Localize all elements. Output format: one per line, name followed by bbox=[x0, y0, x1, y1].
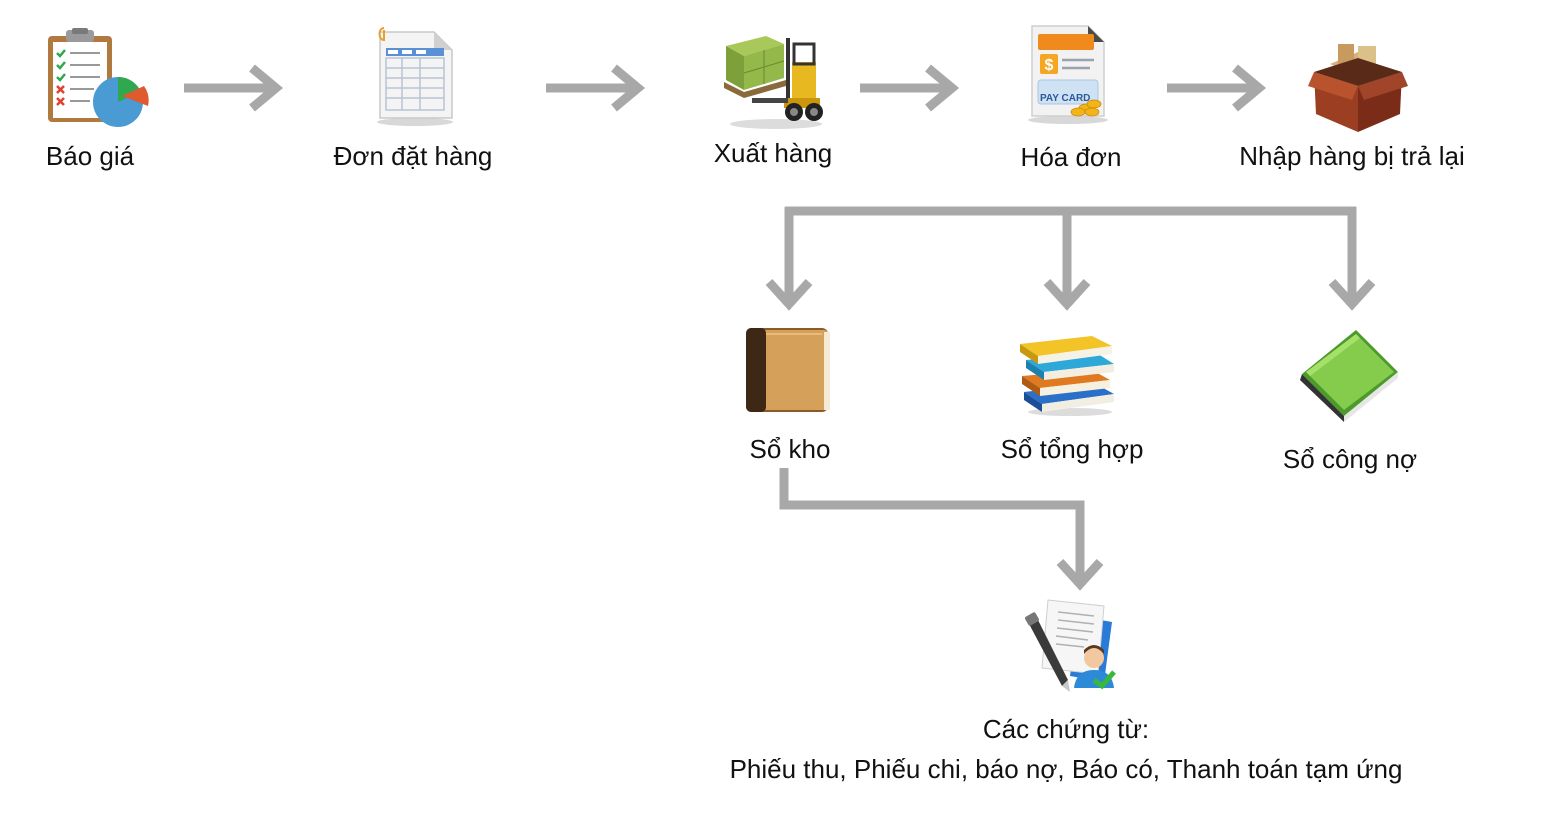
arrow-to-so-kho bbox=[765, 207, 813, 311]
book-stack-icon bbox=[1020, 336, 1114, 416]
brown-book-icon bbox=[746, 328, 830, 412]
label-don-dat-hang: Đơn đặt hàng bbox=[333, 141, 493, 171]
arrow-don-dat-hang-to-xuat-hang bbox=[546, 64, 646, 112]
label-nhap-hang: Nhập hàng bị trả lại bbox=[1239, 141, 1465, 171]
label-bao-gia: Báo giá bbox=[45, 141, 135, 171]
clipboard-chart-icon bbox=[48, 28, 149, 127]
label-xuat-hang: Xuất hàng bbox=[713, 138, 833, 168]
arrow-bao-gia-to-don-dat-hang bbox=[184, 64, 284, 112]
forklift-icon bbox=[724, 36, 823, 129]
label-so-cong-no: Sổ công nợ bbox=[1282, 444, 1418, 474]
svg-text:$: $ bbox=[1045, 57, 1054, 74]
arrow-so-kho-to-chung-tu bbox=[779, 468, 1104, 591]
pay-card-invoice-icon: $ PAY CARD bbox=[1028, 25, 1108, 124]
arrow-xuat-hang-to-hoa-don bbox=[860, 64, 960, 112]
spreadsheet-icon bbox=[377, 27, 453, 126]
label-hoa-don: Hóa đơn bbox=[1020, 142, 1122, 172]
arrow-to-so-tong-hop bbox=[1043, 211, 1091, 311]
arrow-to-so-cong-no bbox=[1328, 211, 1376, 311]
label-so-tong-hop: Sổ tổng hợp bbox=[1000, 434, 1144, 464]
label-chung-tu-line1: Các chứng từ: bbox=[982, 714, 1150, 744]
arrow-hoa-don-to-nhap-hang bbox=[1167, 64, 1267, 112]
green-book-icon bbox=[1300, 330, 1398, 422]
open-box-icon bbox=[1308, 44, 1408, 132]
pay-card-text: PAY CARD bbox=[1040, 93, 1090, 104]
label-so-kho: Sổ kho bbox=[749, 434, 831, 464]
label-chung-tu: Các chứng từ: Phiếu thu, Phiếu chi, báo … bbox=[730, 709, 1403, 789]
label-chung-tu-line2: Phiếu thu, Phiếu chi, báo nợ, Báo có, Th… bbox=[729, 754, 1403, 784]
documents-pen-user-icon bbox=[1025, 599, 1116, 692]
